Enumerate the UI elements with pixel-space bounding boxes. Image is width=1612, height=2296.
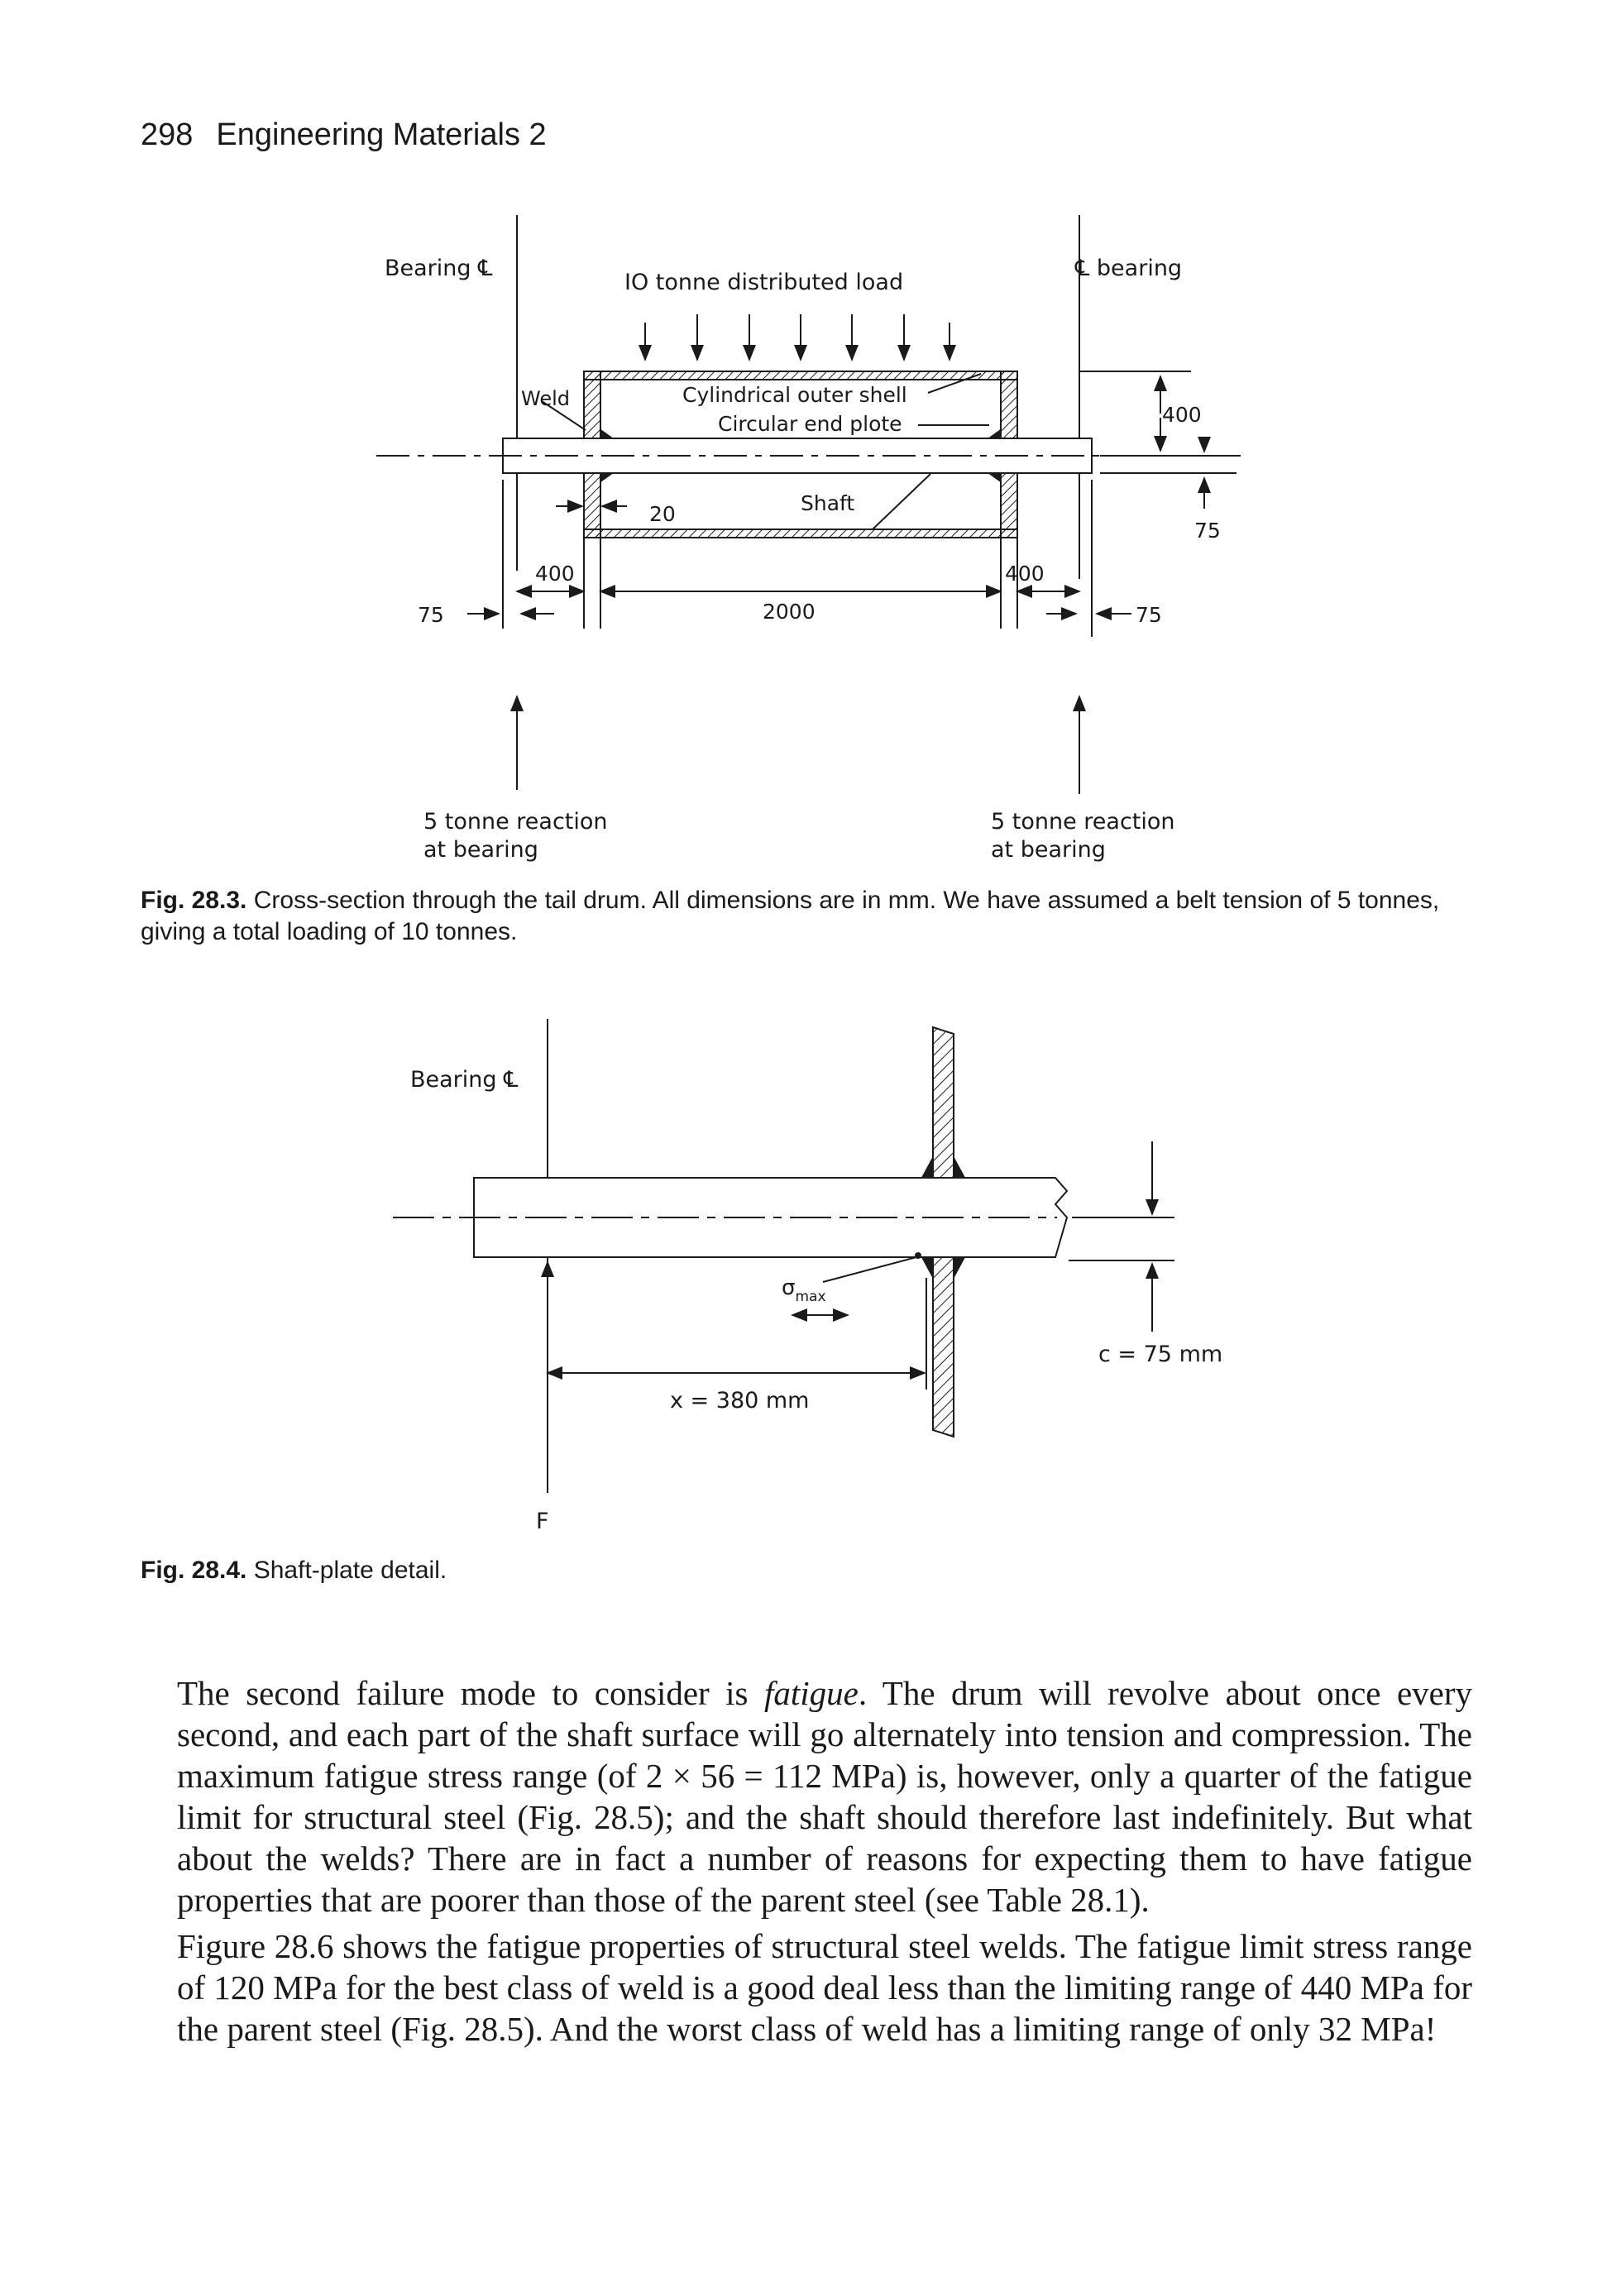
dim-400-left: 400 (535, 562, 575, 586)
load-label: IO tonne distributed load (624, 270, 903, 295)
caption-text: Shaft-plate detail. (253, 1557, 447, 1584)
page-number: 298 (141, 117, 194, 152)
figure-28-4-shaft-plate: Bearing ℄ σmax x = 380 mm c = 75 mm F (393, 1019, 1222, 1534)
paragraph-2: Figure 28.6 shows the fatigue properties… (177, 1927, 1472, 2048)
figure-28-3-tail-drum: Bearing ℄ ℄ bearing IO tonne distributed… (376, 215, 1241, 863)
weld-label: Weld (521, 387, 570, 410)
dim-75-side: 75 (1194, 519, 1221, 543)
outer-shell-bottom (583, 529, 1018, 538)
running-title: Engineering Materials 2 (216, 117, 547, 152)
caption-text: Cross-section through the tail drum. All… (141, 887, 1440, 945)
sigma-subscript: max (795, 1289, 825, 1305)
dim-75-right: 75 (1136, 603, 1162, 627)
bearing-label: Bearing ℄ (410, 1067, 519, 1093)
paragraph-1: The second failure mode to consider is f… (177, 1672, 1472, 1921)
dim-20: 20 (649, 502, 676, 526)
dim-400-side: 400 (1162, 403, 1202, 427)
p1-start: The second failure mode to consider is (177, 1674, 764, 1712)
sigma-symbol: σmax (782, 1275, 826, 1305)
outer-shell-top (583, 371, 1018, 380)
dim-2000: 2000 (763, 600, 816, 624)
fillet-welds (921, 1157, 966, 1278)
dim-75-left: 75 (418, 603, 444, 627)
dim-c: c = 75 mm (1098, 1342, 1222, 1367)
shaft (502, 438, 1093, 474)
end-plate-label: Circular end plote (718, 412, 902, 436)
left-reaction-line2: at bearing (423, 837, 538, 863)
body-text: The second failure mode to consider is f… (177, 1672, 1472, 2050)
bearing-right-label: ℄ bearing (1074, 256, 1182, 281)
welds (600, 428, 1002, 483)
page-header: 298 Engineering Materials 2 (141, 117, 547, 153)
caption-label: Fig. 28.4. (141, 1557, 247, 1584)
caption-label: Fig. 28.3. (141, 887, 247, 914)
figure-28-4-caption: Fig. 28.4. Shaft-plate detail. (141, 1555, 1464, 1586)
distributed-load-arrows (639, 314, 956, 361)
right-reaction-line1: 5 tonne reaction (991, 809, 1175, 835)
right-reaction-line2: at bearing (991, 837, 1106, 863)
shell-label: Cylindrical outer shell (682, 383, 907, 407)
figure-28-3-caption: Fig. 28.3. Cross-section through the tai… (141, 885, 1464, 948)
shaft-label: Shaft (801, 491, 854, 515)
dim-x: x = 380 mm (670, 1388, 810, 1413)
sigma-glyph: σ (782, 1275, 795, 1300)
left-reaction-line1: 5 tonne reaction (423, 809, 608, 835)
max-stress-point (915, 1252, 921, 1259)
bearing-left-label: Bearing ℄ (385, 256, 493, 281)
force-label: F (536, 1509, 549, 1534)
dim-400-right: 400 (1005, 562, 1045, 586)
p1-emphasis: fatigue (763, 1674, 859, 1712)
p1-rest: . The drum will revolve about once every… (177, 1674, 1472, 1919)
shaft (473, 1177, 1069, 1258)
weld-leader (541, 400, 586, 431)
